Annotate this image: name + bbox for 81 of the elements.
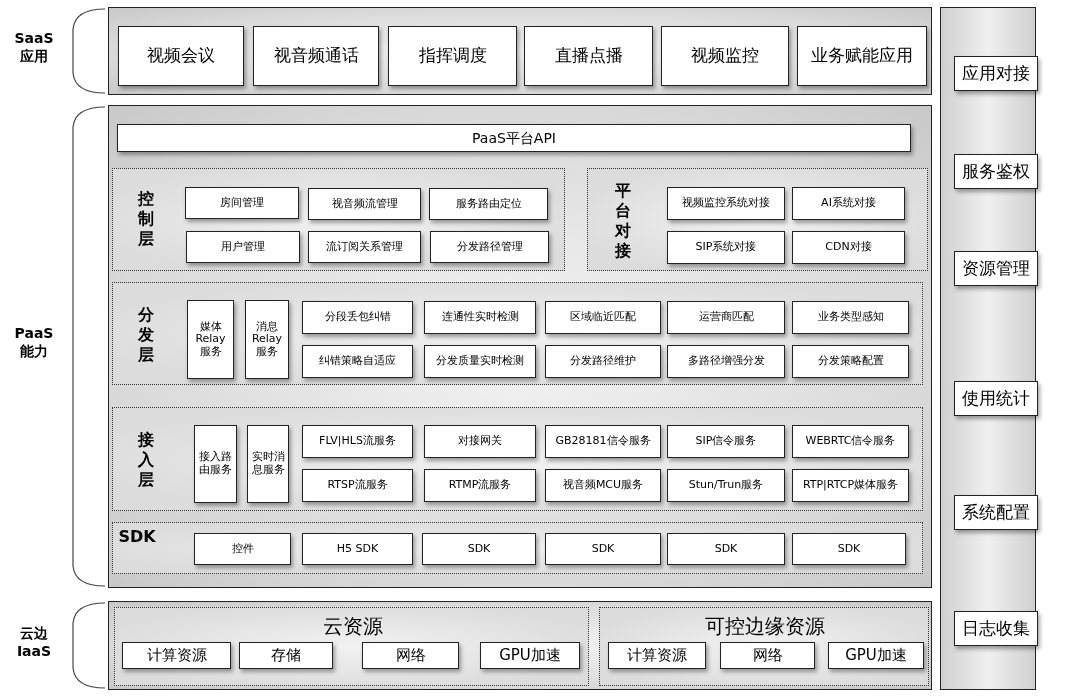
side-panel — [940, 7, 1036, 690]
module-box: CDN对接 — [792, 231, 905, 264]
group-panel — [112, 282, 923, 385]
module-box: 分段丢包纠错 — [302, 301, 413, 334]
module-box: RTSP流服务 — [302, 469, 413, 502]
module-box: 服务鉴权 — [954, 154, 1038, 189]
module-box: 分发路径维护 — [545, 345, 661, 378]
group-panel — [112, 522, 923, 574]
module-box: 多路径增强分发 — [667, 345, 785, 378]
module-box: 用户管理 — [186, 231, 300, 263]
group-title: 云资源 — [321, 614, 384, 639]
module-box: 视音频流管理 — [308, 188, 421, 220]
module-box: 分发质量实时检测 — [424, 345, 536, 378]
module-box: Stun/Trun服务 — [667, 469, 785, 502]
layer-panel — [108, 105, 932, 588]
group-title: 平台对接 — [613, 181, 632, 261]
module-box: 服务路由定位 — [429, 188, 548, 220]
group-title: 分发层 — [137, 305, 155, 365]
module-box: 视音频MCU服务 — [545, 469, 661, 502]
module-box: 网络 — [720, 642, 815, 669]
module-box: H5 SDK — [302, 533, 413, 565]
module-box: RTP|RTCP媒体服务 — [792, 469, 909, 502]
module-box: 日志收集 — [954, 611, 1038, 646]
module-box: 连通性实时检测 — [424, 301, 536, 334]
module-box: 分发路径管理 — [430, 231, 549, 263]
module-box: 存储 — [239, 642, 333, 669]
module-box: 房间管理 — [185, 187, 299, 219]
layer-title: SaaS 应用 — [13, 30, 55, 65]
module-box: 应用对接 — [954, 56, 1038, 91]
module-box: 指挥调度 — [388, 26, 517, 86]
module-box: 对接网关 — [424, 425, 536, 458]
module-box: 网络 — [362, 642, 459, 669]
group-title: 控制层 — [136, 189, 155, 249]
module-box: SDK — [792, 533, 906, 565]
group-panel — [112, 407, 923, 511]
module-box: 使用统计 — [954, 381, 1038, 416]
layer-panel — [108, 601, 932, 690]
module-box: 计算资源 — [608, 642, 706, 669]
module-box: FLV|HLS流服务 — [302, 425, 413, 458]
group-panel — [112, 168, 565, 271]
group-panel — [114, 607, 589, 686]
module-box: 接入路由服务 — [194, 425, 237, 503]
module-box: 流订阅关系管理 — [308, 231, 421, 263]
module-box: SDK — [667, 533, 785, 565]
module-box: 计算资源 — [122, 642, 231, 669]
module-box: 运营商匹配 — [667, 301, 785, 334]
module-box: PaaS平台API — [117, 124, 911, 152]
module-box: 视频监控 — [661, 26, 789, 86]
module-box: 消息 Relay 服务 — [245, 300, 289, 379]
group-title: 接入层 — [137, 430, 155, 490]
module-box: 系统配置 — [954, 495, 1038, 530]
module-box: 实时消息服务 — [247, 425, 289, 503]
module-box: 业务类型感知 — [792, 301, 909, 334]
module-box: WEBRTC信令服务 — [792, 425, 909, 458]
module-box: GPU加速 — [828, 642, 924, 669]
module-box: 资源管理 — [954, 251, 1038, 286]
layer-panel — [108, 7, 932, 95]
module-box: 区域临近匹配 — [545, 301, 661, 334]
module-box: GB28181信令服务 — [545, 425, 661, 458]
module-box: 控件 — [194, 533, 291, 565]
group-title: SDK — [117, 527, 157, 547]
module-box: 直播点播 — [524, 26, 653, 86]
group-title: 可控边缘资源 — [704, 614, 826, 639]
module-box: 视音频通话 — [253, 26, 379, 86]
module-box: 分发策略配置 — [792, 345, 909, 378]
module-box: GPU加速 — [480, 642, 580, 669]
layer-title: PaaS 能力 — [13, 325, 55, 360]
module-box: SIP信令服务 — [667, 425, 785, 458]
module-box: SIP系统对接 — [667, 231, 785, 264]
module-box: RTMP流服务 — [424, 469, 536, 502]
module-box: 业务赋能应用 — [797, 26, 927, 86]
module-box: 视频会议 — [118, 26, 244, 86]
module-box: AI系统对接 — [792, 187, 905, 220]
group-panel — [587, 168, 928, 271]
module-box: 视频监控系统对接 — [667, 187, 785, 220]
module-box: 媒体 Relay 服务 — [187, 300, 234, 379]
module-box: SDK — [545, 533, 661, 565]
layer-title: 云边 IaaS — [15, 625, 53, 660]
module-box: SDK — [422, 533, 536, 565]
module-box: 纠错策略自适应 — [302, 345, 413, 378]
group-panel — [599, 607, 929, 686]
